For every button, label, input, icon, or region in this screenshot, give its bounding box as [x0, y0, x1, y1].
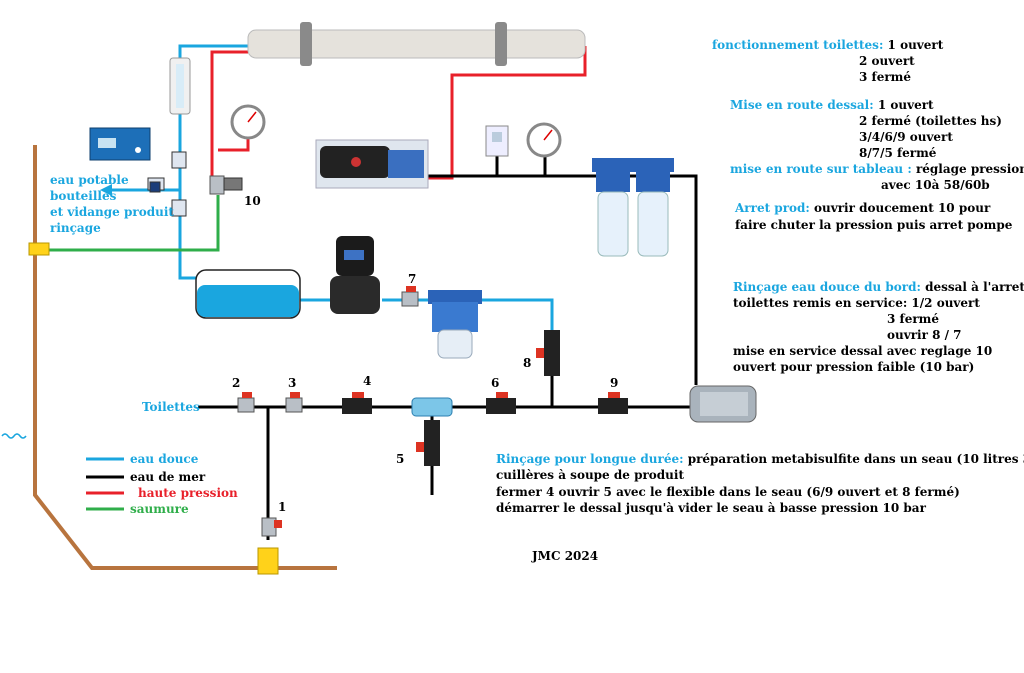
note-text: ouvrir doucement 10 pour [809, 201, 991, 215]
note-text: dessal à l'arret [920, 280, 1024, 294]
legend-eau-de-mer: eau de mer [130, 470, 206, 484]
hp-pump-icon [315, 139, 429, 189]
through-hull-icon [28, 242, 279, 575]
salinity-meter-icon [89, 127, 151, 161]
pressure-switch-icon [485, 125, 509, 157]
haute-pression-pipes [210, 46, 587, 180]
valve-number-10: 10 [244, 194, 261, 208]
valve-number-7: 7 [408, 272, 417, 286]
valve-number-5: 5 [396, 452, 405, 466]
membrane-tube [247, 22, 586, 66]
legend-haute-pression: haute pression [138, 486, 238, 500]
prefilter-icon [592, 158, 674, 257]
note-arret-line1: Arret prod: ouvrir doucement 10 pour [735, 200, 990, 216]
water-tank-icon [195, 269, 301, 319]
toilettes-label: Toilettes [142, 400, 200, 414]
booster-pump-icon [689, 385, 757, 423]
fresh-water-pump-icon [330, 236, 380, 314]
valve-number-1: 1 [278, 500, 287, 514]
note-text: toilettes remis en service: 1/2 ouvert [733, 296, 980, 310]
note-tableau-title: mise en route sur tableau : [730, 162, 912, 176]
eau-potable-label-1: eau potable [50, 173, 129, 187]
note-arret-title: Arret prod: [735, 201, 810, 215]
waterline-icon [1, 433, 27, 439]
note-fonctionnement-line1: fonctionnement toilettes: 1 ouvert [712, 37, 943, 53]
valve-number-3: 3 [288, 376, 297, 390]
valve-number-6: 6 [491, 376, 500, 390]
saumure-pipe [40, 195, 220, 252]
eau-potable-label-4: rinçage [50, 221, 101, 235]
arrow-eau-potable-icon [100, 184, 112, 196]
note-tableau-line1: mise en route sur tableau : réglage pres… [730, 161, 1024, 177]
legend-saumure: saumure [130, 502, 189, 516]
valve-number-8: 8 [523, 356, 532, 370]
signature: JMC 2024 [532, 549, 599, 563]
note-text: 8/7/5 fermé [859, 146, 937, 160]
note-text: réglage pression [911, 162, 1024, 176]
eau-potable-label-2: bouteilles [50, 189, 117, 203]
boat-hull [33, 145, 337, 570]
note-text: 1 ouvert [883, 38, 944, 52]
note-text: cuillères à soupe de produit [496, 468, 685, 482]
note-mise-en-route-title: Mise en route dessal: [730, 98, 874, 112]
valve-number-2: 2 [232, 376, 241, 390]
sea-strainer-icon [411, 397, 453, 417]
note-rincage-line1: Rinçage eau douce du bord: dessal à l'ar… [733, 279, 1024, 295]
pressure-gauge-icon [526, 122, 562, 158]
legend-swatches [86, 457, 124, 511]
pressure-gauge-icon [230, 104, 266, 140]
note-text: faire chuter la pression puis arret pomp… [735, 218, 1013, 232]
note-fonctionnement-title: fonctionnement toilettes: [712, 38, 884, 52]
needle-valve-icon [209, 175, 243, 195]
note-rincage-title: Rinçage eau douce du bord: [733, 280, 921, 294]
note-text: 2 ouvert [859, 54, 915, 68]
note-mise-en-route-line1: Mise en route dessal: 1 ouvert [730, 97, 934, 113]
note-text: démarrer le dessal jusqu'à vider le seau… [496, 501, 926, 515]
note-text: 3/4/6/9 ouvert [859, 130, 953, 144]
valve-number-9: 9 [610, 376, 619, 390]
note-text: 2 fermé (toilettes hs) [859, 114, 1002, 128]
note-text: préparation metabisulfite dans un seau (… [683, 452, 1024, 466]
eau-potable-label-3: et vidange produit [50, 205, 174, 219]
note-text: 3 fermé [859, 70, 911, 84]
note-text: fermer 4 ouvrir 5 avec le flexible dans … [496, 485, 960, 499]
fresh-water-filter-icon [428, 290, 482, 359]
note-longue-line1: Rinçage pour longue durée: préparation m… [496, 451, 1024, 467]
note-text: mise en service dessal avec reglage 10 [733, 344, 993, 358]
flowmeter-icon [169, 57, 191, 115]
valve-number-4: 4 [363, 374, 372, 388]
potable-valves-icon [147, 151, 187, 217]
note-text: avec 10à 58/60b [881, 178, 990, 192]
ball-valve-icons [237, 286, 628, 537]
note-text: ouvrir 8 / 7 [887, 328, 962, 342]
note-longue-title: Rinçage pour longue durée: [496, 452, 684, 466]
note-text: 1 ouvert [873, 98, 934, 112]
note-text: ouvert pour pression faible (10 bar) [733, 360, 975, 374]
legend-eau-douce: eau douce [130, 452, 199, 466]
note-text: 3 fermé [887, 312, 939, 326]
